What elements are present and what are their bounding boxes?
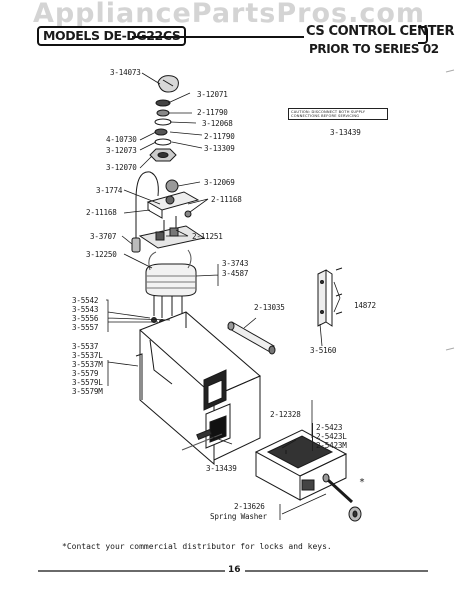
caution-plate: CAUTION: DISCONNECT BOTH SUPPLY CONNECTI…	[288, 108, 388, 121]
part-label: 3-13439	[206, 464, 237, 473]
part-label: 2-11168	[86, 208, 117, 217]
part-label: 2-5423L	[316, 432, 347, 441]
part-label: 2-13035	[254, 303, 285, 312]
part-label: 14872	[354, 301, 376, 310]
series-title: PRIOR TO SERIES 02	[309, 42, 439, 56]
part-label: 3-5543	[72, 305, 99, 314]
part-label: 2-5423M	[316, 441, 347, 450]
caution-text: CAUTION: DISCONNECT BOTH SUPPLY CONNECTI…	[291, 110, 366, 119]
wall-bracket	[317, 267, 343, 327]
gas-valve	[145, 249, 197, 325]
header-rule	[132, 36, 304, 38]
rod-part	[227, 321, 276, 355]
watermark: AppliancePartsPros.com	[32, 0, 426, 29]
part-label: 3-5160	[310, 346, 337, 355]
part-label: 3-12250	[86, 250, 117, 259]
part-label: 3-13309	[204, 144, 235, 153]
page-edge-marks	[445, 69, 455, 351]
part-label: 2-11168	[211, 195, 242, 204]
part-label: 2-5423	[316, 423, 343, 432]
part-label: 2-13626	[234, 502, 265, 511]
models-title: MODELS DE-DG22CS	[43, 28, 181, 43]
part-label: 3-13439	[330, 128, 361, 137]
part-label: 3-5579M	[72, 387, 103, 396]
part-label: 4-10730	[106, 135, 137, 144]
part-label: 3-12070	[106, 163, 137, 172]
capillary-tube	[131, 171, 159, 253]
control-housing	[135, 311, 261, 466]
part-label: 2-11790	[197, 108, 228, 117]
part-label: 3-12071	[197, 90, 228, 99]
part-label: 2-12328	[270, 410, 301, 419]
part-label: 3-14073	[110, 68, 141, 77]
part-label: 3-12069	[204, 178, 235, 187]
part-label: 3-3743	[222, 259, 249, 268]
shaft-stack	[149, 99, 177, 162]
part-label: 3-5537	[72, 342, 99, 351]
page-number: 16	[228, 565, 241, 575]
asterisk-mark: *	[359, 477, 365, 488]
part-label: 3-3707	[90, 232, 117, 241]
part-label: 3-12073	[106, 146, 137, 155]
switch-bracket	[138, 179, 206, 249]
part-label: 3-5542	[72, 296, 99, 305]
leader-lines	[106, 72, 341, 520]
part-label: 3-5556	[72, 314, 99, 323]
part-label: 3-5537M	[72, 360, 103, 369]
bracket-2-5423	[312, 423, 313, 451]
lock-bolt	[322, 473, 362, 522]
header-end-bracket	[418, 26, 428, 44]
part-label: 3-1774	[96, 186, 123, 195]
part-label: 3-12068	[202, 119, 233, 128]
footnote: *Contact your commercial distributor for…	[62, 542, 332, 551]
section-title: CS CONTROL CENTER	[306, 24, 455, 39]
part-label: 3-5579	[72, 369, 99, 378]
part-label: 3-5579L	[72, 378, 103, 387]
part-label: Spring Washer	[210, 512, 267, 521]
coin-drawer	[254, 429, 348, 501]
part-label: 2-11251	[192, 232, 223, 241]
part-label: 3-5537L	[72, 351, 103, 360]
part-label: 3-5557	[72, 323, 99, 332]
control-knob	[157, 75, 179, 93]
part-label: 3-4587	[222, 269, 249, 278]
part-label: 2-11790	[204, 132, 235, 141]
